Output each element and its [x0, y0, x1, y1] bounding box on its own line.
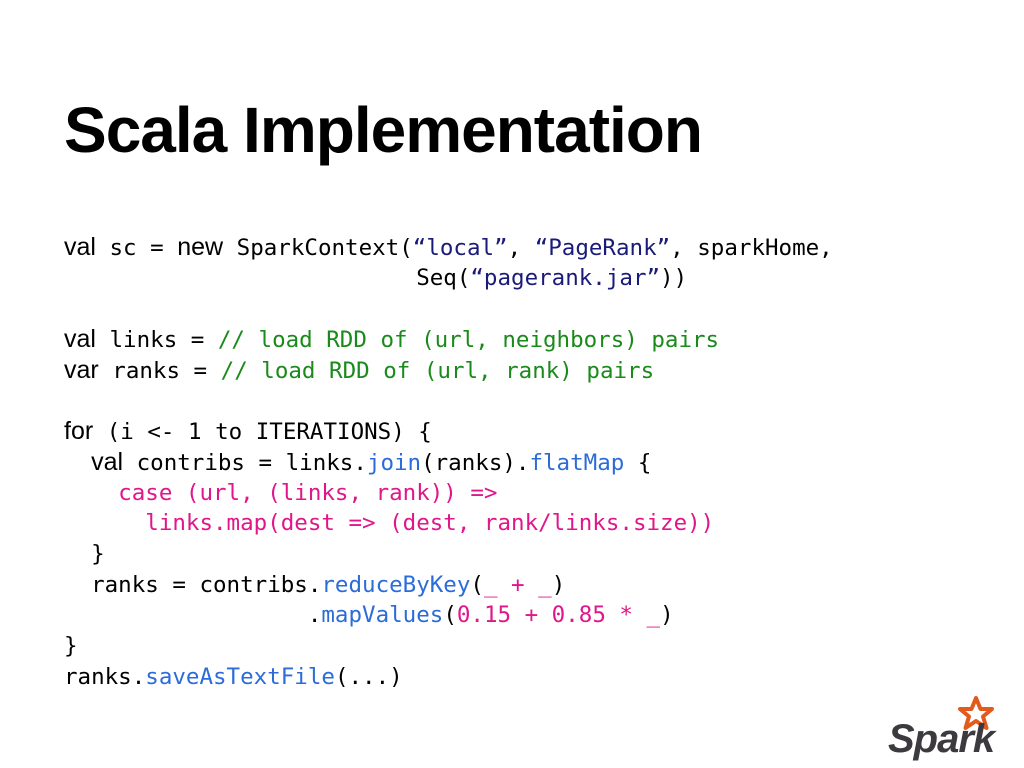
code-token: reduceByKey — [321, 571, 471, 598]
code-token: 0.15 + 0.85 * _ — [456, 602, 661, 629]
code-keyword: val — [64, 233, 96, 261]
code-token: ( — [443, 602, 457, 629]
code-token: join — [366, 449, 422, 476]
code-line: ranks.saveAsTextFile(...) — [64, 662, 833, 693]
code-token: } — [64, 540, 105, 567]
code-token: // load RDD of (url, neighbors) pairs — [217, 327, 720, 354]
code-keyword: for — [64, 417, 94, 446]
code-token: ranks. — [64, 663, 146, 690]
code-token: ( — [470, 571, 484, 598]
code-token: , sparkHome, — [670, 235, 833, 261]
code-token: mapValues — [321, 602, 444, 629]
code-token: saveAsTextFile — [145, 663, 335, 690]
code-token: ) — [551, 571, 566, 598]
slide-title: Scala Implementation — [64, 94, 703, 166]
code-line: var ranks = // load RDD of (url, rank) p… — [64, 355, 833, 386]
code-token: SparkContext( — [223, 235, 413, 261]
code-token: (i <- 1 to ITERATIONS) { — [93, 419, 432, 446]
code-token: _ + _ — [483, 571, 552, 598]
code-token: (...) — [334, 663, 403, 690]
code-token: ranks = contribs. — [64, 571, 322, 598]
code-line: .mapValues(0.15 + 0.85 * _) — [64, 600, 833, 631]
spark-logo-graphic: Spark — [888, 696, 998, 761]
code-keyword: var — [64, 355, 99, 384]
code-line: case (url, (links, rank)) => — [64, 478, 833, 509]
code-line: } — [64, 631, 833, 662]
code-token: (ranks). — [421, 449, 530, 476]
code-line: ranks = contribs.reduceByKey(_ + _) — [64, 570, 833, 601]
code-token: ranks = — [98, 357, 221, 384]
code-token — [64, 450, 91, 476]
spark-logo: Spark — [886, 692, 1002, 762]
code-token: )) — [660, 264, 688, 291]
spark-star-icon — [958, 696, 994, 730]
code-token: ) — [660, 602, 674, 629]
code-token: flatMap — [529, 449, 625, 476]
code-keyword: val — [64, 325, 96, 354]
code-token: // load RDD of (url, rank) pairs — [220, 357, 655, 384]
code-line: Seq(“pagerank.jar”)) — [64, 263, 833, 294]
code-token: links.map(dest => (dest, rank/links.size… — [145, 510, 715, 537]
code-line: val links = // load RDD of (url, neighbo… — [64, 324, 833, 355]
code-line: val contribs = links.join(ranks).flatMap… — [64, 447, 833, 478]
code-token: Seq( — [64, 264, 471, 291]
code-token: } — [64, 632, 78, 659]
code-keyword: new — [177, 233, 224, 261]
code-line: } — [64, 539, 833, 570]
code-token: “PageRank” — [534, 235, 671, 261]
code-token: , — [507, 235, 535, 261]
logo-wordmark: Spark — [888, 717, 997, 761]
code-token: links = — [95, 327, 218, 354]
code-token — [64, 480, 118, 506]
code-line — [64, 385, 833, 416]
code-token: case (url, (links, rank)) => — [118, 479, 498, 506]
code-token: sc = — [95, 235, 178, 261]
code-token — [64, 510, 145, 536]
code-line: links.map(dest => (dest, rank/links.size… — [64, 508, 833, 539]
code-token: “pagerank.jar” — [470, 264, 661, 291]
code-line: for (i <- 1 to ITERATIONS) { — [64, 416, 833, 447]
code-keyword: val — [91, 447, 124, 476]
code-token: “local” — [412, 235, 508, 261]
code-block: val sc = new SparkContext(“local”, “Page… — [64, 232, 833, 692]
code-line — [64, 293, 833, 324]
code-token: { — [624, 449, 652, 476]
code-token: . — [64, 602, 322, 629]
code-token: contribs = links. — [123, 449, 367, 476]
code-line: val sc = new SparkContext(“local”, “Page… — [64, 232, 833, 263]
